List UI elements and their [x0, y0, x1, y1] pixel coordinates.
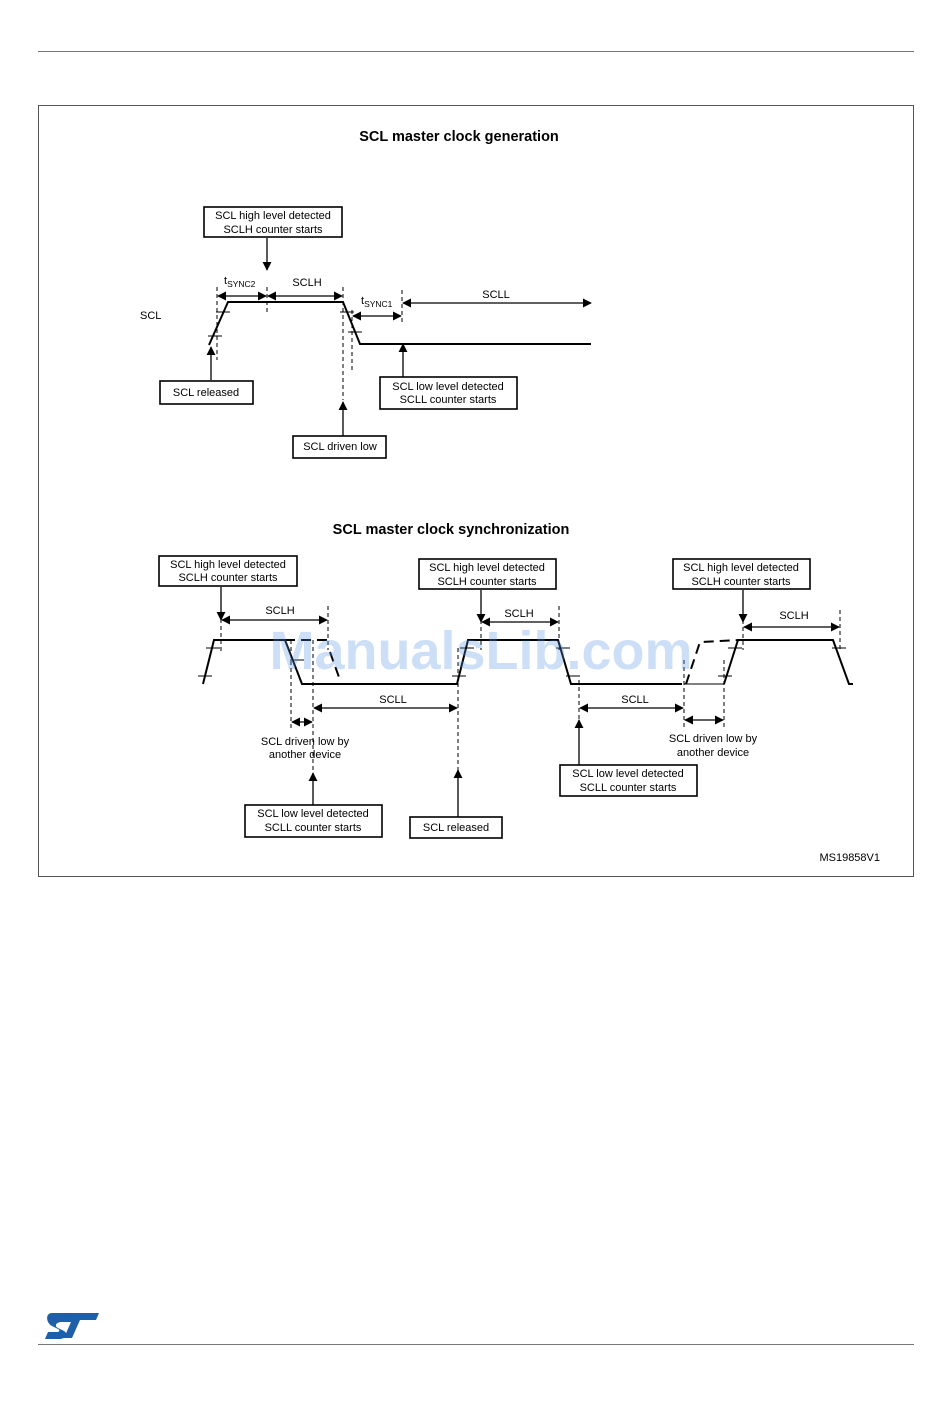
box-low-level-detected-a: SCL low level detected SCLL counter star… [244, 804, 383, 838]
diagram-clock-generation: SCL master clock generation SCL tSYNC2 S… [140, 129, 592, 459]
box-low-level-detected: SCL low level detected SCLL counter star… [379, 376, 518, 410]
box-low-level-detected-b: SCL low level detected SCLL counter star… [559, 764, 698, 797]
box-high-level-detected-a: SCL high level detected SCLH counter sta… [158, 555, 298, 587]
scll-label: SCLL [482, 289, 510, 301]
svg-text:SCLL counter starts: SCLL counter starts [580, 782, 677, 794]
box-scl-driven-low: SCL driven low [292, 435, 387, 459]
figure-frame [38, 105, 914, 877]
svg-text:SCL low level detected: SCL low level detected [572, 768, 684, 780]
box-high-level-detected-b: SCL high level detected SCLH counter sta… [418, 558, 557, 590]
diagram-clock-synchronization: SCL master clock synchronization [158, 522, 853, 839]
svg-text:SCL low level detected: SCL low level detected [257, 808, 369, 820]
internal-clock-dashed [685, 639, 741, 685]
scl-waveform [208, 301, 591, 346]
box-high-level-detected-c: SCL high level detected SCLH counter sta… [672, 558, 811, 590]
st-logo-icon [45, 1313, 99, 1339]
svg-text:SCL released: SCL released [173, 387, 239, 399]
diagram2-title: SCL master clock synchronization [333, 522, 570, 538]
svg-text:SCLH counter starts: SCLH counter starts [223, 224, 323, 236]
bottom-rule [38, 1344, 914, 1345]
sclh-label: SCLH [292, 277, 321, 289]
svg-text:SCLH counter starts: SCLH counter starts [691, 576, 791, 588]
sclh-label-a: SCLH [265, 605, 294, 617]
scll-label-b: SCLL [621, 694, 649, 706]
box-high-level-detected: SCL high level detected SCLH counter sta… [203, 206, 343, 238]
internal-clock-dashed [329, 651, 341, 681]
driven-low-text-a1: SCL driven low by [261, 736, 350, 748]
svg-text:SCL driven low: SCL driven low [303, 441, 377, 453]
svg-text:SCL high level detected: SCL high level detected [683, 562, 799, 574]
box-scl-released: SCL released [159, 380, 254, 405]
diagram1-title: SCL master clock generation [359, 129, 559, 145]
tsync2-label: tSYNC2 [224, 275, 256, 289]
svg-text:SCLL counter starts: SCLL counter starts [400, 394, 497, 406]
box-scl-released-sync: SCL released [409, 816, 503, 839]
driven-low-text-a2: another device [269, 749, 341, 761]
tsync1-label: tSYNC1 [361, 295, 393, 309]
scl-waveform-sync [723, 639, 853, 685]
svg-text:SCL low level detected: SCL low level detected [392, 381, 504, 393]
scl-waveform-sync [202, 639, 682, 685]
svg-text:SCL high level detected: SCL high level detected [170, 559, 286, 571]
scl-signal-label: SCL [140, 310, 161, 322]
sclh-label-c: SCLH [779, 610, 808, 622]
top-rule [38, 51, 914, 52]
sclh-label-b: SCLH [504, 608, 533, 620]
figure-id: MS19858V1 [819, 852, 880, 864]
svg-text:SCL high level detected: SCL high level detected [215, 210, 331, 222]
driven-low-text-b2: another device [677, 747, 749, 759]
svg-text:SCL released: SCL released [423, 822, 489, 834]
svg-text:SCLL counter starts: SCLL counter starts [265, 822, 362, 834]
driven-low-text-b1: SCL driven low by [669, 733, 758, 745]
scll-label-a: SCLL [379, 694, 407, 706]
svg-text:SCL high level detected: SCL high level detected [429, 562, 545, 574]
svg-text:SCLH counter starts: SCLH counter starts [437, 576, 537, 588]
svg-text:SCLH counter starts: SCLH counter starts [178, 572, 278, 584]
